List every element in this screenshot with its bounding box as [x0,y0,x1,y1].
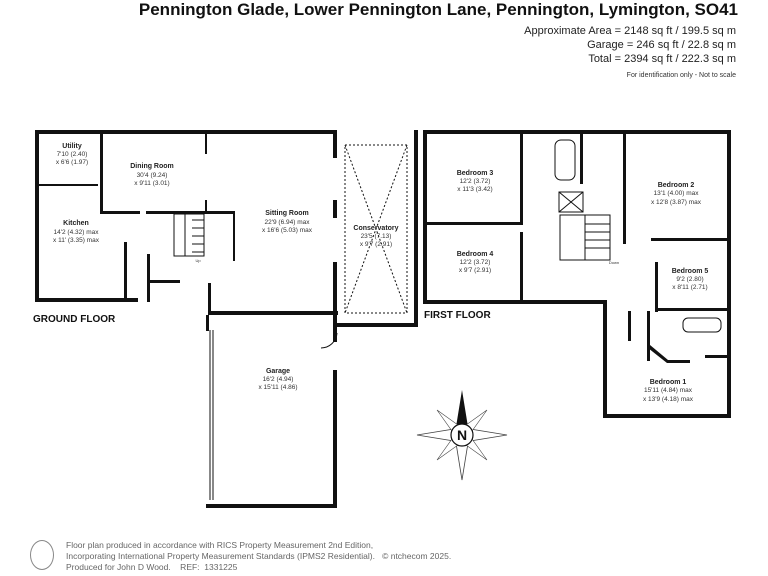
svg-text:Utility: Utility [62,143,82,150]
approx-area: Approximate Area = 2148 sq ft / 199.5 sq… [524,25,736,37]
first-floor-walls [423,130,731,418]
svg-text:9'2 (2.80): 9'2 (2.80) [676,276,703,283]
svg-text:Conservatory: Conservatory [353,225,398,232]
footer-line-3: Produced for John D Wood. REF: 1331225 [66,562,238,572]
svg-text:30'4 (9.24): 30'4 (9.24) [137,172,168,179]
svg-text:Bedroom 3: Bedroom 3 [457,170,494,177]
person-icon [30,540,54,570]
scale-note: For identification only - Not to scale [626,72,736,79]
room-kitchen: Kitchen 14'2 (4.32) max x 11' (3.35) max [53,220,100,244]
compass-rose-icon: N [416,390,508,481]
ground-floor-stairs: Up [173,213,205,263]
first-floor-label: FIRST FLOOR [424,310,491,321]
svg-text:x 15'11 (4.86): x 15'11 (4.86) [258,384,297,391]
svg-text:Sitting Room: Sitting Room [265,210,309,217]
svg-text:x 12'8 (3.87) max: x 12'8 (3.87) max [651,199,702,206]
svg-text:23'5 (7.13): 23'5 (7.13) [361,233,392,240]
first-floor-stairs: Down [559,214,619,265]
footer-line-2: Incorporating International Property Mea… [66,551,452,561]
svg-text:x 11' (3.35) max: x 11' (3.35) max [53,237,100,244]
room-dining-room: Dining Room 30'4 (9.24) x 9'11 (3.01) [130,163,174,187]
svg-text:x 6'6 (1.97): x 6'6 (1.97) [56,159,88,166]
room-sitting-room: Sitting Room 22'9 (6.94) max x 16'6 (5.0… [262,210,313,234]
svg-text:Kitchen: Kitchen [63,220,89,227]
svg-text:Dining Room: Dining Room [130,163,174,170]
area-summary: Approximate Area = 2148 sq ft / 199.5 sq… [524,24,736,83]
svg-text:x 9'7 (2.91): x 9'7 (2.91) [360,241,392,248]
svg-text:x 13'9 (4.18) max: x 13'9 (4.18) max [643,396,694,403]
stairs-down-label: Down [609,260,619,265]
room-utility: Utility 7'10 (2.40) x 6'6 (1.97) [56,143,88,166]
svg-text:Bedroom 4: Bedroom 4 [457,251,494,258]
room-bedroom-2: Bedroom 2 13'1 (4.00) max x 12'8 (3.87) … [651,182,702,206]
svg-text:Bedroom 2: Bedroom 2 [658,182,695,189]
property-title: Pennington Glade, Lower Pennington Lane,… [138,0,738,19]
svg-text:12'2 (3.72): 12'2 (3.72) [460,178,491,185]
svg-text:14'2 (4.32) max: 14'2 (4.32) max [54,229,100,236]
svg-text:7'10 (2.40): 7'10 (2.40) [57,151,88,158]
svg-text:Bedroom 5: Bedroom 5 [672,268,709,275]
svg-text:Garage: Garage [266,368,290,375]
svg-text:12'2 (3.72): 12'2 (3.72) [460,259,491,266]
room-garage: Garage 16'2 (4.94) x 15'11 (4.86) [258,368,297,391]
svg-text:22'9 (6.94) max: 22'9 (6.94) max [265,219,311,226]
svg-text:x 11'3 (3.42): x 11'3 (3.42) [457,186,492,193]
svg-text:x 8'11 (2.71): x 8'11 (2.71) [672,284,707,291]
ground-floor-walls [35,130,418,508]
room-bedroom-5: Bedroom 5 9'2 (2.80) x 8'11 (2.71) [672,268,709,291]
room-bedroom-3: Bedroom 3 12'2 (3.72) x 11'3 (3.42) [457,170,494,193]
stairs-up-label: Up [195,258,201,263]
svg-text:16'2 (4.94): 16'2 (4.94) [263,376,294,383]
compass-north-label: N [457,427,467,443]
svg-text:x 16'6 (5.03) max: x 16'6 (5.03) max [262,227,313,234]
room-conservatory: Conservatory 23'5 (7.13) x 9'7 (2.91) [353,225,398,248]
footer-line-1: Floor plan produced in accordance with R… [66,540,374,550]
garage-area: Garage = 246 sq ft / 22.8 sq m [587,39,736,51]
footer: Floor plan produced in accordance with R… [66,540,451,573]
ground-floor-label: GROUND FLOOR [33,314,116,325]
svg-text:15'11 (4.84) max: 15'11 (4.84) max [644,387,693,394]
room-bedroom-4: Bedroom 4 12'2 (3.72) x 9'7 (2.91) [457,251,494,274]
svg-text:x 9'7 (2.91): x 9'7 (2.91) [459,267,491,274]
svg-text:x 9'11 (3.01): x 9'11 (3.01) [134,180,169,187]
room-bedroom-1: Bedroom 1 15'11 (4.84) max x 13'9 (4.18)… [643,379,694,403]
svg-text:Bedroom 1: Bedroom 1 [650,379,687,386]
svg-text:13'1 (4.00) max: 13'1 (4.00) max [654,190,700,197]
total-area: Total = 2394 sq ft / 222.3 sq m [588,53,736,65]
copyright: © ntchecom 2025. [382,551,452,561]
